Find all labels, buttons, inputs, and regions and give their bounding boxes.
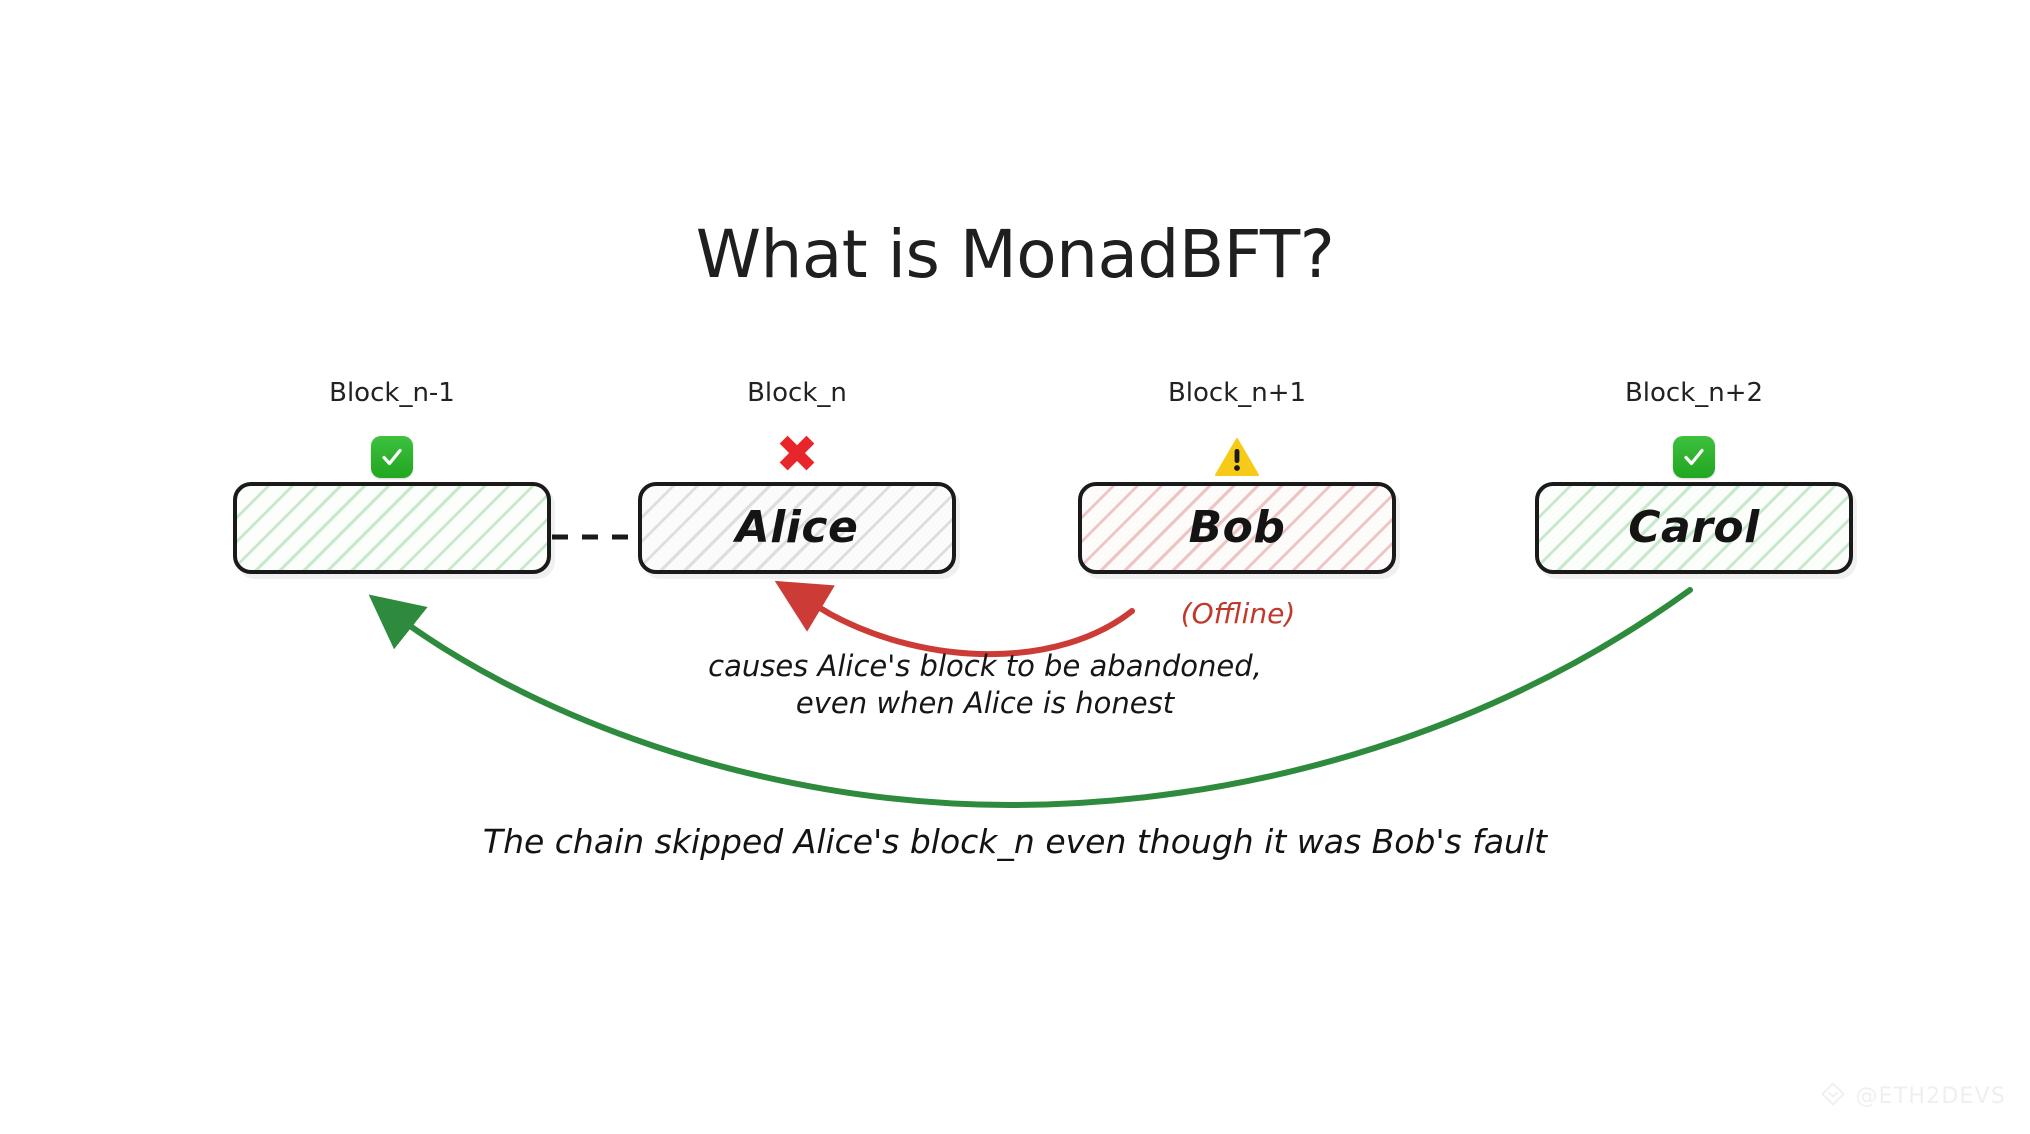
block-name-3: Carol	[1628, 502, 1760, 553]
offline-note: (Offline)	[1180, 597, 1296, 630]
yellow-warning-icon	[1214, 436, 1260, 478]
green-check-icon	[1673, 436, 1715, 478]
status-badge-3	[1535, 432, 1853, 482]
block-column-3[interactable]: Block_n+2 Carol	[1535, 380, 1853, 574]
block-name-1: Alice	[735, 502, 859, 553]
mid-caption-line-2: even when Alice is honest	[795, 686, 1175, 721]
green-check-icon	[371, 436, 413, 478]
diamond-logo-icon	[1820, 1081, 1846, 1112]
mid-caption-line-1: causes Alice's block to be abandoned,	[708, 649, 1262, 683]
block-column-1[interactable]: Block_n ✖ Alice	[638, 380, 956, 574]
watermark: @ETH2DEVS	[1820, 1081, 2006, 1112]
block-label-0: Block_n-1	[329, 378, 455, 408]
block-column-2[interactable]: Block_n+1 Bob	[1078, 380, 1396, 574]
block-column-0[interactable]: Block_n-1	[233, 380, 551, 574]
mid-caption: causes Alice's block to be abandoned, ev…	[615, 648, 1355, 722]
block-box-0[interactable]	[233, 482, 551, 574]
bottom-caption: The chain skipped Alice's block_n even t…	[482, 822, 1548, 861]
block-label-3: Block_n+2	[1624, 378, 1764, 408]
block-label-2: Block_n+1	[1167, 378, 1307, 408]
page-title: What is MonadBFT?	[695, 216, 1335, 293]
watermark-handle: @ETH2DEVS	[1855, 1084, 2006, 1109]
block-name-2: Bob	[1188, 502, 1286, 553]
red-cross-icon: ✖	[775, 425, 819, 485]
block-box-1[interactable]: Alice	[638, 482, 956, 574]
block-box-2[interactable]: Bob	[1078, 482, 1396, 574]
status-badge-0	[233, 432, 551, 482]
block-label-1: Block_n	[747, 378, 847, 408]
block-box-3[interactable]: Carol	[1535, 482, 1853, 574]
red-blame-arrow	[774, 580, 1135, 658]
status-badge-2	[1078, 432, 1396, 482]
status-badge-1: ✖	[638, 425, 956, 485]
